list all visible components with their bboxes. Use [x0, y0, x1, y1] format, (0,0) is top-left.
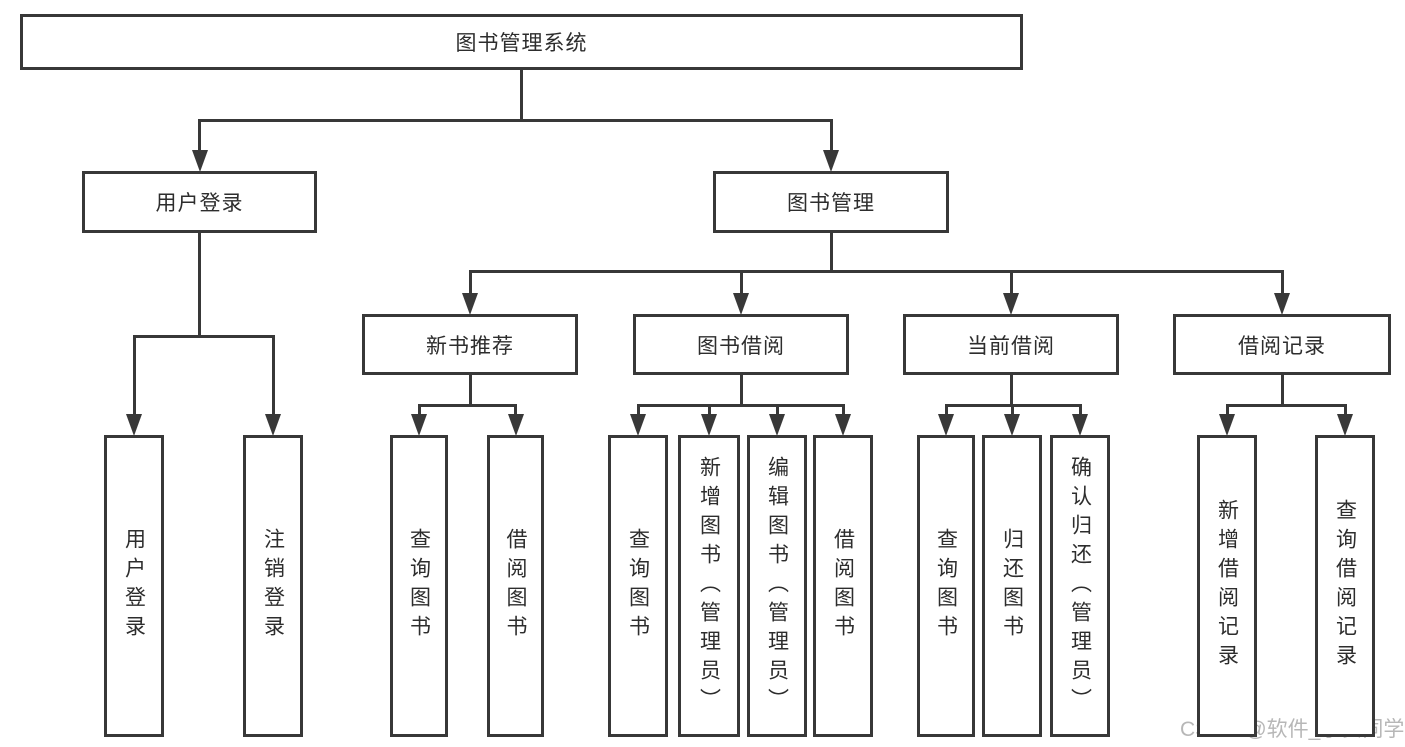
node-bb-query-books: 查询图书	[608, 435, 668, 737]
arrow-down-icon	[265, 414, 281, 436]
connector-line-vertical	[1078, 405, 1082, 415]
node-label: 归还图书	[1000, 528, 1024, 644]
node-label: 编辑图书（管理员）	[765, 455, 789, 717]
connector-line-horizontal	[132, 334, 275, 338]
connector-line-vertical	[829, 233, 833, 271]
arrow-down-icon	[1274, 293, 1290, 315]
node-label: 新增借阅记录	[1215, 499, 1239, 673]
connector-line-vertical	[636, 405, 640, 415]
connector-line-vertical	[1009, 271, 1013, 294]
node-borrow-records: 借阅记录	[1173, 314, 1391, 375]
arrow-down-icon	[191, 150, 208, 172]
connector-line-vertical	[198, 120, 201, 151]
node-label: 查询图书	[407, 528, 431, 644]
arrow-down-icon	[733, 293, 749, 315]
node-cb-confirm-return: 确认归还（管理员）	[1050, 435, 1110, 737]
arrow-down-icon	[701, 414, 717, 436]
arrow-down-icon	[1219, 414, 1235, 436]
connector-line-vertical	[1009, 375, 1013, 405]
node-current-borrow: 当前借阅	[903, 314, 1119, 375]
connector-line-horizontal	[468, 269, 1284, 273]
connector-line-vertical	[132, 336, 136, 415]
connector-line-vertical	[468, 271, 472, 294]
arrow-down-icon	[823, 150, 839, 172]
node-label: 查询图书	[934, 528, 958, 644]
connector-line-vertical	[1280, 375, 1284, 405]
node-label: 用户登录	[155, 192, 244, 215]
connector-line-vertical	[739, 271, 743, 294]
arrow-down-icon	[462, 293, 478, 315]
node-root: 图书管理系统	[20, 14, 1023, 70]
connector-line-vertical	[1343, 405, 1347, 415]
node-bb-edit-books: 编辑图书（管理员）	[747, 435, 807, 737]
node-cb-return-books: 归还图书	[982, 435, 1042, 737]
arrow-down-icon	[126, 414, 142, 436]
node-br-query-record: 查询借阅记录	[1315, 435, 1375, 737]
node-label: 新书推荐	[426, 334, 514, 358]
arrow-down-icon	[1072, 414, 1088, 436]
node-rec-query-books: 查询图书	[390, 435, 448, 737]
node-new-book-rec: 新书推荐	[362, 314, 578, 375]
node-label: 借阅图书	[504, 528, 527, 644]
node-bb-borrow-books: 借阅图书	[813, 435, 873, 737]
node-book-borrow: 图书借阅	[633, 314, 849, 375]
connector-line-horizontal	[636, 403, 845, 407]
connector-line-horizontal	[1225, 403, 1347, 407]
arrow-down-icon	[507, 414, 524, 436]
arrow-down-icon	[769, 414, 785, 436]
connector-line-horizontal	[417, 403, 517, 407]
node-label: 当前借阅	[967, 334, 1055, 358]
node-label: 借阅记录	[1238, 334, 1326, 358]
connector-line-vertical	[520, 70, 523, 120]
connector-line-vertical	[707, 405, 711, 415]
connector-line-vertical	[1010, 405, 1014, 415]
connector-line-vertical	[841, 405, 845, 415]
node-label: 图书管理系统	[455, 32, 588, 55]
connector-line-vertical	[1225, 405, 1229, 415]
node-label: 图书借阅	[697, 334, 785, 358]
connector-line-vertical	[468, 375, 472, 405]
arrow-down-icon	[411, 414, 427, 436]
node-label: 借阅图书	[831, 528, 855, 644]
arrow-down-icon	[1003, 293, 1019, 315]
connector-line-vertical	[829, 120, 833, 151]
arrow-down-icon	[630, 414, 646, 436]
connector-line-vertical	[944, 405, 948, 415]
arrow-down-icon	[1004, 414, 1020, 436]
node-user-login: 用户登录	[82, 171, 317, 233]
node-label: 用户登录	[122, 528, 146, 644]
connector-line-vertical	[417, 405, 421, 415]
node-book-mgmt: 图书管理	[713, 171, 949, 233]
node-label: 查询借阅记录	[1333, 499, 1357, 673]
connector-line-vertical	[271, 336, 275, 415]
connector-line-vertical	[514, 405, 517, 415]
node-label: 查询图书	[626, 528, 650, 644]
connector-line-horizontal	[198, 118, 833, 122]
node-label: 新增图书（管理员）	[697, 455, 721, 717]
arrow-down-icon	[938, 414, 954, 436]
connector-line-vertical	[1280, 271, 1284, 294]
arrow-down-icon	[835, 414, 851, 436]
node-cb-query-books: 查询图书	[917, 435, 975, 737]
node-label: 图书管理	[787, 192, 875, 215]
node-rec-borrow-books: 借阅图书	[487, 435, 544, 737]
node-label: 确认归还（管理员）	[1068, 455, 1092, 717]
node-leaf-user-login: 用户登录	[104, 435, 164, 737]
arrow-down-icon	[1337, 414, 1353, 436]
connector-line-vertical	[198, 233, 201, 336]
connector-line-vertical	[775, 405, 779, 415]
node-bb-add-books: 新增图书（管理员）	[678, 435, 740, 737]
connector-line-vertical	[739, 375, 743, 405]
node-label: 注销登录	[261, 528, 285, 644]
node-br-add-record: 新增借阅记录	[1197, 435, 1257, 737]
node-leaf-logout: 注销登录	[243, 435, 303, 737]
